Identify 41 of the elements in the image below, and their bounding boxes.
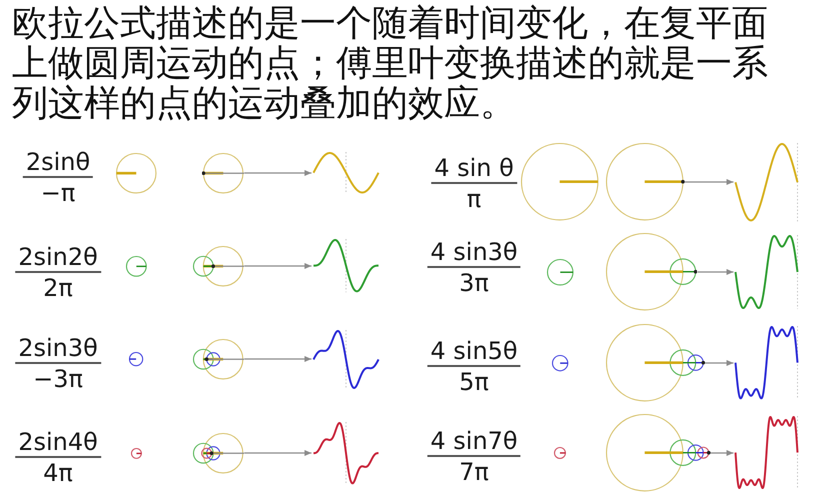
waveform (734, 415, 798, 491)
arrow (697, 269, 734, 275)
fraction-denominator: −3π (33, 365, 83, 393)
caption: 欧拉公式描述的是一个随着时间变化，在复平面上做圆周运动的点；傅里叶变换描述的就是一系列这样的点的运动叠加的效应。 (12, 4, 769, 124)
fraction-numerator: 4 sin3θ (427, 238, 521, 268)
arrow (244, 262, 312, 269)
fraction-denominator: 3π (459, 269, 489, 297)
waveform (734, 234, 798, 310)
arrow (710, 450, 734, 456)
circles-drawing (605, 323, 706, 403)
fraction-numerator: 4 sin7θ (427, 427, 521, 457)
fraction-denominator: 4π (43, 459, 73, 487)
circles-drawing (605, 142, 685, 222)
fraction-denominator: 5π (459, 368, 489, 396)
circles-drawing (605, 413, 711, 493)
waveform (312, 420, 380, 486)
fraction-numerator: 4 sin θ (431, 154, 517, 184)
waveform (312, 238, 380, 294)
arrow (244, 450, 312, 456)
circles-drawing (605, 232, 698, 312)
fraction-numerator: 2sinθ (22, 148, 94, 178)
circles-drawing (192, 432, 244, 474)
circles-drawing (192, 244, 244, 288)
waveform (734, 142, 798, 222)
fraction-numerator: 2sin2θ (15, 243, 101, 273)
arrow (244, 170, 312, 176)
circles-drawing (202, 152, 244, 194)
fraction-numerator: 2sin4θ (15, 428, 101, 458)
arrow (705, 360, 734, 366)
waveform (312, 151, 380, 195)
fraction-numerator: 4 sin5θ (427, 337, 521, 367)
fraction-denominator: π (466, 185, 482, 213)
fraction-denominator: 7π (459, 458, 489, 486)
fraction-denominator: −π (40, 179, 76, 207)
fraction-denominator: 2π (43, 274, 73, 302)
circles-drawing (192, 338, 244, 380)
arrow (684, 179, 734, 185)
waveform (734, 325, 798, 401)
arrow (244, 356, 312, 362)
waveform (312, 328, 380, 390)
fraction-numerator: 2sin3θ (15, 334, 101, 364)
